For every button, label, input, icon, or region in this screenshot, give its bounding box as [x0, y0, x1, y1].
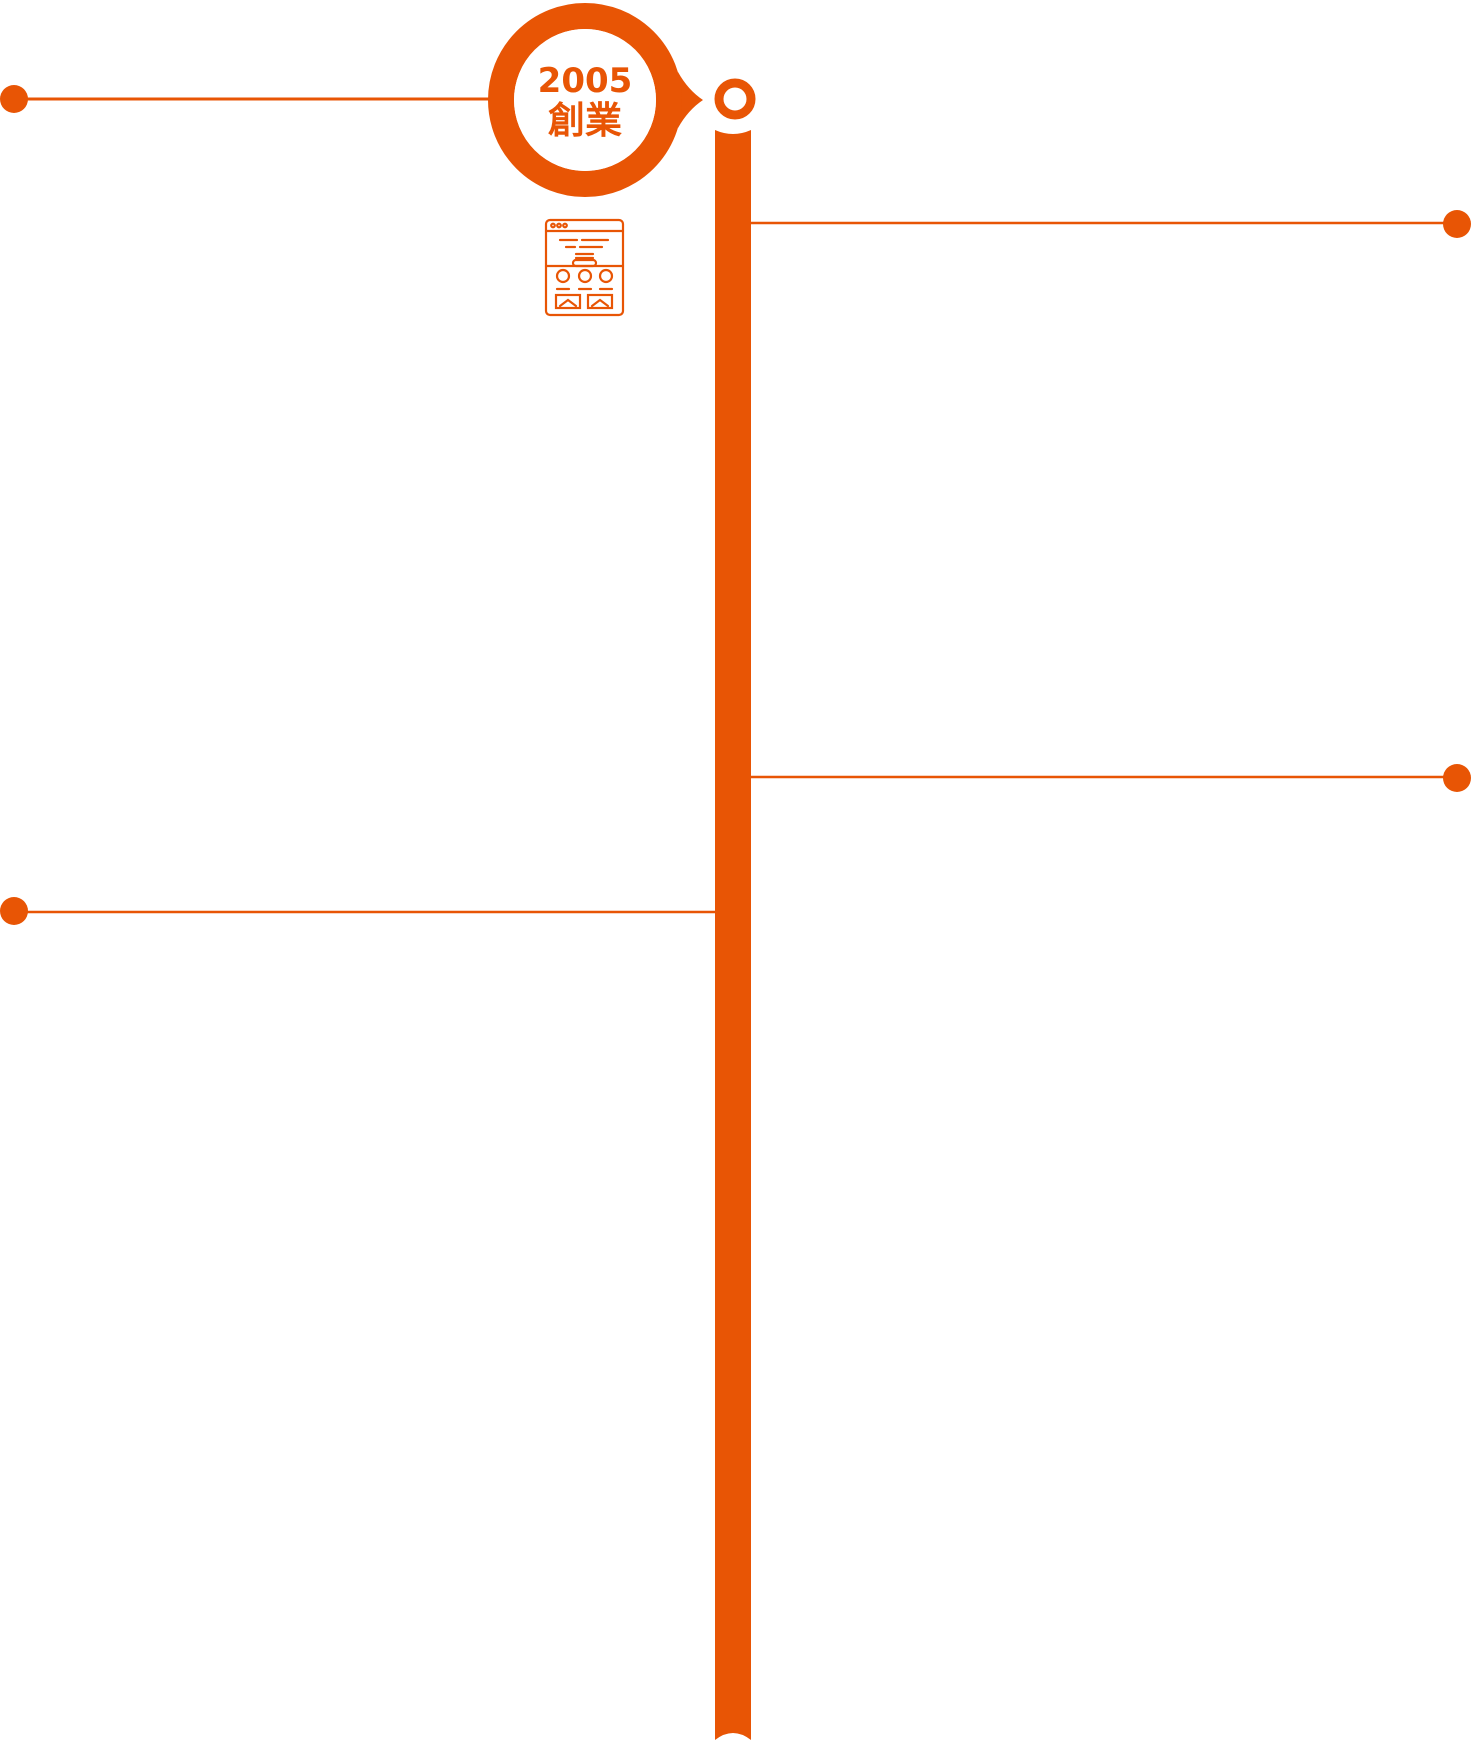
connector-2005	[0, 85, 490, 113]
milestone-year: 2005	[538, 61, 633, 101]
branch-dot	[0, 897, 28, 925]
branch-right-1	[751, 210, 1471, 238]
connector-dot	[0, 85, 28, 113]
timeline-spine	[715, 130, 751, 1746]
branch-left-1	[0, 897, 715, 925]
branch-dot	[1443, 210, 1471, 238]
milestone-label: 創業	[548, 99, 622, 142]
milestone-2005: 2005 創業	[488, 3, 703, 197]
spine-start-node	[714, 78, 756, 120]
webpage-layout-icon	[544, 218, 625, 317]
branch-dot	[1443, 764, 1471, 792]
branch-right-2	[751, 764, 1471, 792]
